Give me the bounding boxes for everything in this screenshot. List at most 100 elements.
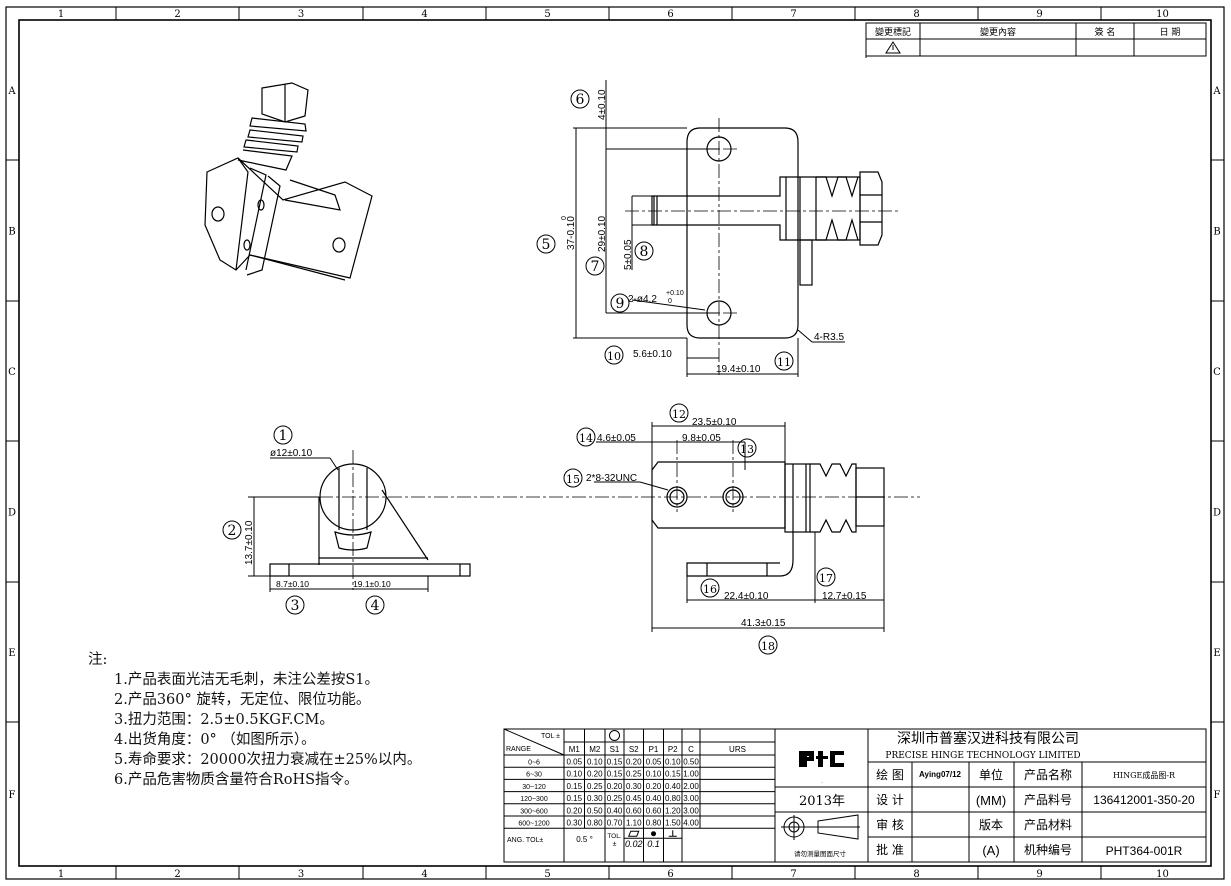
position-value: 0.1 bbox=[647, 839, 660, 849]
balloon-circle-18 bbox=[758, 635, 778, 655]
tol-value-cell: 0.25 bbox=[607, 794, 623, 803]
zone-column-label: 6 bbox=[667, 9, 673, 20]
revision-header-content: 變更內容 bbox=[980, 26, 1016, 38]
roundness-symbol-icon bbox=[609, 730, 620, 741]
dim-4: 19.1±0.10 bbox=[353, 579, 391, 589]
warning-triangle-icon bbox=[885, 41, 901, 54]
tol-value-cell: 0.50 bbox=[683, 758, 699, 767]
tol-value-cell: 1.50 bbox=[665, 819, 681, 828]
dim-17: 12.7±0.15 bbox=[822, 591, 867, 602]
company-name-cn: 深圳市普塞汉进科技有限公司 bbox=[897, 730, 1079, 747]
company-name-en: PRECISE HINGE TECHNOLOGY LIMITED bbox=[885, 751, 1080, 761]
zone-column-label: 3 bbox=[298, 9, 304, 20]
side-view bbox=[651, 461, 885, 577]
front-view-centerlines bbox=[250, 450, 920, 590]
product-name-value: HINGE成品图-R bbox=[1113, 770, 1176, 780]
dim-7: 29±0.10 bbox=[597, 215, 608, 252]
balloon-circle-1 bbox=[273, 425, 293, 445]
balloon-number-9: 9 bbox=[616, 296, 625, 312]
label-drawn: 绘 图 bbox=[876, 767, 904, 782]
drawn-by: Aying07/12 bbox=[919, 770, 961, 779]
tol-value-cell: 0.20 bbox=[646, 782, 662, 791]
dim-8: 5±0.05 bbox=[623, 239, 634, 270]
balloon-circle-4 bbox=[365, 595, 385, 615]
balloon-number-10: 10 bbox=[607, 350, 621, 363]
balloon-number-2: 2 bbox=[228, 523, 237, 539]
zone-column-label: 4 bbox=[421, 869, 427, 880]
tol-column-header: C bbox=[688, 745, 694, 754]
zone-column-label: 2 bbox=[174, 9, 180, 20]
balloon-circle-9 bbox=[610, 293, 630, 313]
balloon-number-17: 17 bbox=[819, 572, 833, 585]
balloon-number-14: 14 bbox=[579, 432, 593, 445]
position-symbol-icon bbox=[651, 831, 656, 837]
top-view-dimension-lines bbox=[573, 80, 845, 377]
revision-header-signature: 簽 名 bbox=[1095, 26, 1116, 38]
tol-value-cell: 0.10 bbox=[587, 758, 603, 767]
balloon-number-13: 13 bbox=[740, 443, 754, 456]
dim-3: 8.7±0.10 bbox=[276, 579, 309, 589]
balloon-circle-5 bbox=[536, 234, 556, 254]
zone-row-label: D bbox=[1213, 508, 1221, 519]
front-view-dimension-lines bbox=[248, 457, 429, 592]
tol-value-cell: 0.15 bbox=[665, 770, 681, 779]
side-view-centerlines bbox=[676, 440, 734, 512]
tol-value-cell: 1.10 bbox=[626, 819, 642, 828]
tol-column-header: P2 bbox=[668, 745, 678, 754]
tol-range-cell: 0~6 bbox=[528, 760, 540, 767]
tol-value-cell: 0.15 bbox=[607, 770, 623, 779]
tol-value-cell: 0.40 bbox=[665, 782, 681, 791]
dim-16: 22.4±0.10 bbox=[724, 591, 769, 602]
side-view-dimension-lines bbox=[594, 422, 885, 632]
zone-column-label: 1 bbox=[58, 869, 64, 880]
dim-9: 2-ø4.2 bbox=[628, 294, 657, 305]
balloon-circle-2 bbox=[222, 520, 242, 540]
tol-geo-label: TOL. bbox=[607, 833, 622, 840]
tol-column-header: S2 bbox=[629, 745, 639, 754]
zone-column-label: 4 bbox=[421, 9, 427, 20]
tol-column-header: M1 bbox=[569, 745, 581, 754]
zone-row-label: A bbox=[7, 86, 16, 97]
zone-column-label: 10 bbox=[1156, 869, 1169, 880]
dim-5: 37-0.10 bbox=[566, 216, 577, 250]
tol-value-cell: 0.10 bbox=[646, 770, 662, 779]
balloon-number-5: 5 bbox=[542, 237, 551, 253]
flatness-value: 0.02 bbox=[625, 839, 643, 849]
label-version: 版本 bbox=[979, 818, 1003, 832]
balloon-number-4: 4 bbox=[371, 598, 380, 614]
projection-caption: 请勿测量图面尺寸 bbox=[794, 849, 847, 858]
company-logo bbox=[799, 751, 844, 767]
label-part-no: 产品料号 bbox=[1024, 793, 1072, 807]
label-material: 产品材料 bbox=[1024, 818, 1072, 832]
tol-value-cell: 0.40 bbox=[607, 806, 623, 815]
balloon-number-3: 3 bbox=[291, 598, 300, 614]
zone-column-label: 6 bbox=[667, 869, 673, 880]
balloon-circle-7 bbox=[585, 256, 605, 276]
tol-value-cell: 0.60 bbox=[646, 806, 662, 815]
dim-2: 13.7±0.10 bbox=[244, 520, 255, 565]
dim-9-sup: +0.10 bbox=[666, 290, 684, 297]
zone-row-label: F bbox=[1214, 790, 1221, 801]
tol-value-cell: 0.15 bbox=[607, 758, 623, 767]
tol-value-cell: 0.50 bbox=[587, 806, 603, 815]
balloon-number-11: 11 bbox=[777, 356, 791, 369]
top-view bbox=[651, 127, 883, 339]
tol-value-cell: 0.30 bbox=[626, 782, 642, 791]
balloon-circle-15 bbox=[563, 468, 583, 488]
note-item: 6.产品危害物质含量符合RoHS指令。 bbox=[114, 772, 359, 788]
balloon-circle-6 bbox=[570, 89, 590, 109]
tol-corner-top: TOL ± bbox=[541, 733, 560, 740]
perpendicularity-symbol-icon bbox=[668, 830, 677, 837]
zone-column-label: 3 bbox=[298, 869, 304, 880]
zone-row-label: D bbox=[8, 508, 16, 519]
tol-value-cell: 0.45 bbox=[626, 794, 642, 803]
zone-grid bbox=[6, 7, 1224, 879]
dim-12: 23.5±0.10 bbox=[692, 417, 737, 428]
balloon-number-7: 7 bbox=[591, 259, 600, 275]
label-model-no: 机种编号 bbox=[1024, 842, 1072, 857]
balloon-circle-17 bbox=[816, 567, 836, 587]
tol-value-cell: 0.70 bbox=[607, 819, 623, 828]
tol-value-cell: 2.00 bbox=[683, 782, 699, 791]
